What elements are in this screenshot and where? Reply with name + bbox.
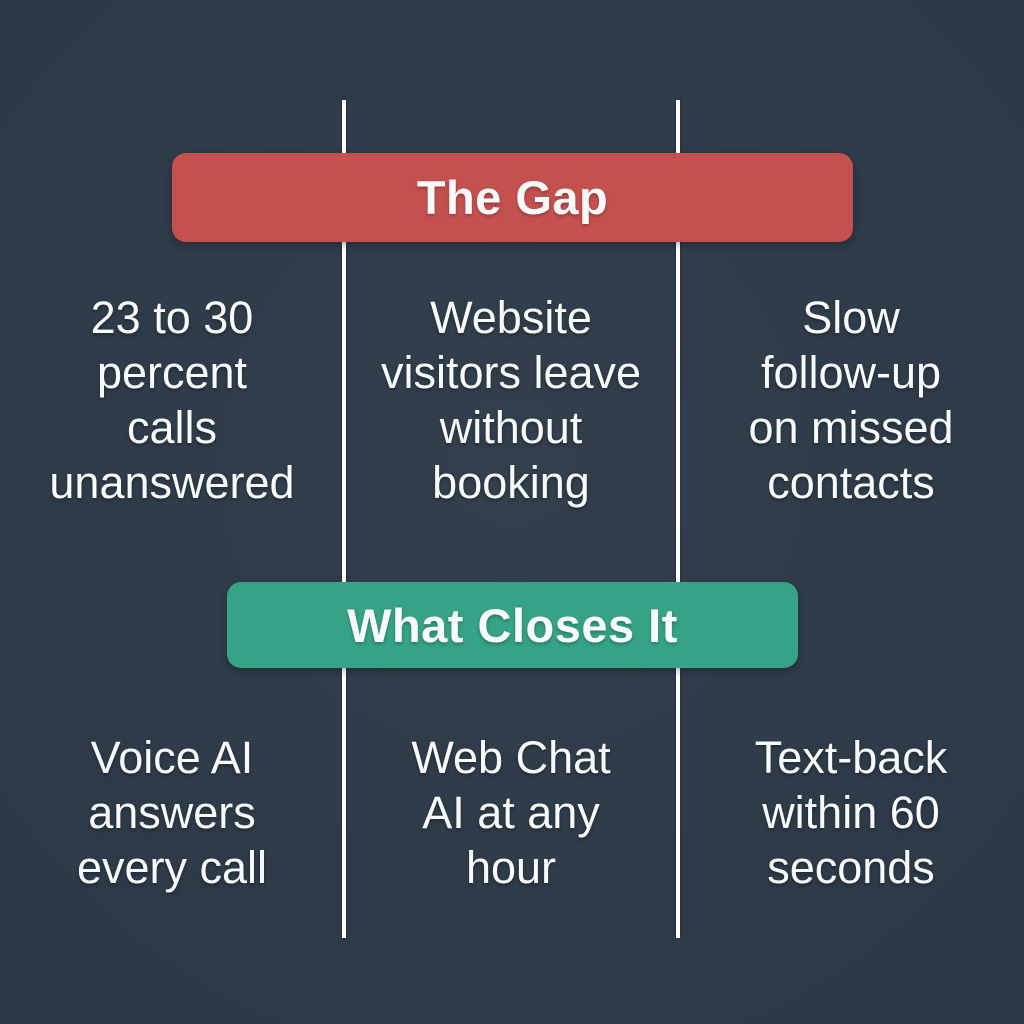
gap-item-visitors-leave: Website visitors leave without booking: [380, 292, 642, 508]
close-item-text-back: Text-back within 60 seconds: [754, 731, 948, 893]
column-divider-left: [342, 100, 346, 938]
gap-banner-label: The Gap: [416, 171, 609, 224]
close-banner: What Closes It: [227, 582, 798, 668]
close-item-voice-ai: Voice AI answers every call: [76, 731, 268, 893]
close-item-web-chat-ai: Web Chat AI at any hour: [411, 731, 611, 893]
gap-item-slow-follow-up: Slow follow-up on missed contacts: [748, 292, 954, 508]
gap-banner: The Gap: [172, 153, 853, 242]
close-banner-label: What Closes It: [347, 598, 678, 652]
close-items-row: Voice AI answers every call Web Chat AI …: [0, 722, 1024, 902]
gap-item-calls-unanswered: 23 to 30 percent calls unanswered: [49, 292, 295, 508]
gap-items-row: 23 to 30 percent calls unanswered Websit…: [0, 284, 1024, 516]
column-divider-right: [676, 100, 680, 938]
